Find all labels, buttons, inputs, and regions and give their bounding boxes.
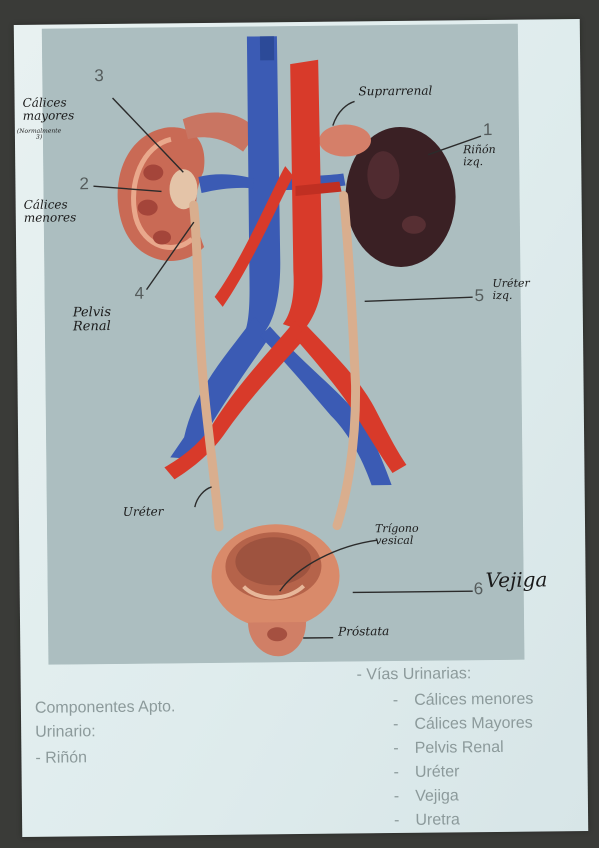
right-iliac-vein — [170, 316, 271, 460]
pointer-trigone — [279, 539, 378, 592]
note-ureter-izq: Uréter izq. — [492, 276, 530, 302]
abdominal-aorta — [282, 59, 323, 331]
projected-slide: 3 2 4 1 5 6 Cálices mayores (Normalmente… — [13, 19, 589, 837]
label-number-4: 4 — [134, 283, 145, 303]
vesical-trigone — [242, 584, 306, 600]
list-item: -Cálices Mayores — [393, 714, 533, 734]
left-renal-artery — [295, 181, 342, 197]
list-item: -Uretra — [394, 811, 460, 830]
label-number-6: 6 — [473, 579, 484, 599]
note-suprarrenal: Suprarrenal — [358, 83, 433, 99]
list-item: -Uréter — [393, 763, 460, 782]
slide-item-rinon: - Riñón — [35, 749, 88, 767]
right-ureter — [189, 200, 224, 532]
urethra-opening — [267, 627, 288, 642]
vias-urinarias-list: -Cálices menores -Cálices Mayores -Pelvi… — [393, 688, 535, 833]
label-number-3: 3 — [94, 66, 104, 86]
note-prostata: Próstata — [338, 624, 390, 639]
left-iliac-artery — [295, 325, 407, 474]
note-calices-mayores: Cálices mayores — [22, 95, 75, 123]
suprarenal-gland — [318, 124, 371, 157]
gonadal-artery — [214, 166, 294, 307]
list-item: -Pelvis Renal — [393, 738, 504, 758]
renal-cortex — [131, 136, 194, 250]
label-number-2: 2 — [79, 174, 89, 194]
slide-title-line1: Componentes Apto. — [34, 698, 176, 717]
pointer-6 — [352, 590, 473, 594]
left-ureter — [332, 191, 361, 531]
right-suprarenal — [182, 112, 258, 152]
pointer-suprarenal — [332, 100, 355, 126]
pointer-3 — [112, 97, 184, 173]
vena-cava-top — [259, 36, 275, 61]
renal-pyramid-3 — [152, 230, 171, 245]
urinary-system-model — [41, 23, 525, 665]
note-calices-mayores-sub: (Normalmente 3) — [16, 127, 62, 142]
note-trigono-vesical: Trígono vesical — [374, 521, 419, 547]
label-number-5: 5 — [474, 286, 485, 306]
list-item: -Vejiga — [393, 787, 459, 806]
note-vejiga: Vejiga — [485, 567, 548, 593]
right-renal-vein — [198, 174, 254, 194]
renal-pyramid-1 — [143, 164, 164, 181]
slide-vias-urinarias: - Vías Urinarias: — [356, 665, 472, 684]
renal-pyramid-2 — [137, 199, 158, 216]
inferior-vena-cava — [244, 36, 281, 332]
note-ureter: Uréter — [122, 504, 164, 519]
right-iliac-artery — [164, 321, 308, 480]
slide-title-line2: Urinario: — [35, 723, 96, 741]
note-calices-menores: Cálices menores — [23, 197, 77, 225]
anatomy-model-photo: 3 2 4 1 5 6 — [41, 23, 525, 665]
pointer-lines — [93, 97, 482, 639]
label-number-1: 1 — [482, 119, 493, 140]
pointer-4 — [145, 221, 195, 291]
pointer-ureter — [194, 486, 212, 508]
pointer-1 — [427, 135, 482, 156]
left-kidney-highlight — [367, 151, 400, 200]
left-kidney-spot — [401, 215, 426, 234]
note-rinon-izq: Riñón izq. — [463, 142, 496, 168]
pointer-2 — [93, 185, 162, 193]
note-pelvis-renal: Pelvis Renal — [72, 304, 112, 335]
renal-pelvis — [169, 169, 198, 210]
left-iliac-vein — [260, 326, 392, 486]
bladder-mucosa — [235, 537, 312, 586]
list-item: -Cálices menores — [392, 690, 534, 710]
pointer-5 — [364, 296, 473, 303]
